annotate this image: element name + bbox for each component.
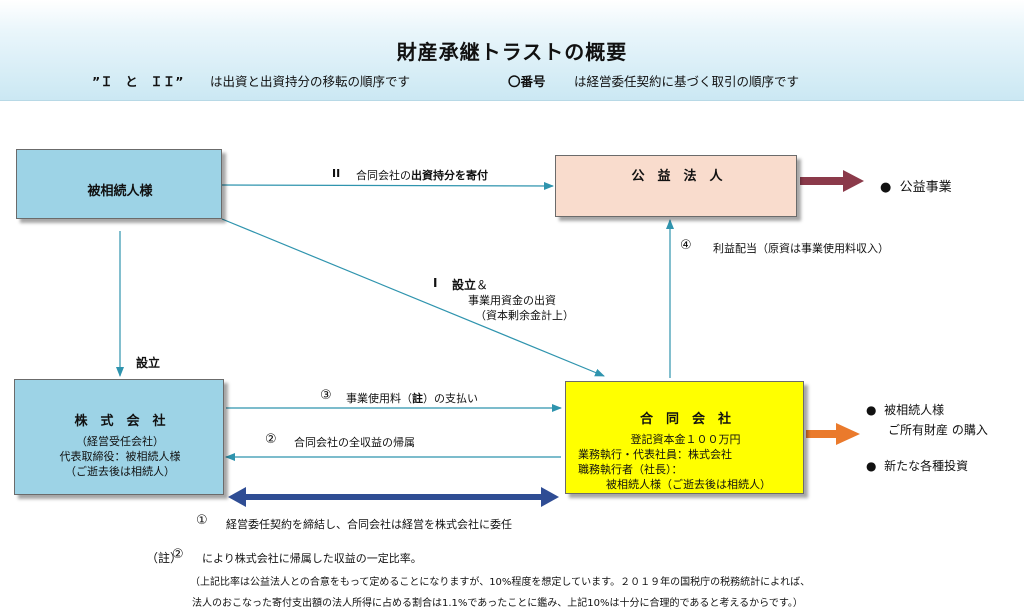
note-prefix: （註） — [146, 551, 183, 565]
edge-3-num: ③ — [320, 388, 332, 403]
arrow-public-business — [800, 170, 864, 192]
kk-line1: （経営受任会社） — [76, 435, 164, 448]
note-line3: 法人のおこなった寄付支出額の法人所得に占める割合は1.1%であったことに鑑み、上… — [192, 598, 803, 609]
edge-i-line3: （資本剰余金計上） — [475, 309, 574, 322]
note-line2: （上記比率は公益法人との合意をもって定めることになりますが、10%程度を想定して… — [190, 577, 811, 588]
edge-3-text-pre: 事業使用料（ — [346, 392, 412, 405]
public-corp-label: 公 益 法 人 — [631, 169, 723, 184]
kk-line3: （ご逝去後は相続人） — [65, 465, 175, 478]
outcome-public-business: ● 公益事業 — [880, 176, 952, 195]
edge-3-text-bold: 註 — [412, 392, 423, 405]
edge-i-num: I — [433, 276, 438, 290]
kk-line2: 代表取締役：被相続人様 — [59, 450, 181, 463]
edge-3-text: 事業使用料（註）の支払い — [346, 390, 478, 406]
note-line1: により株式会社に帰属した収益の一定比率。 — [202, 552, 422, 565]
edge-i-amp: ＆ — [476, 278, 489, 292]
outcome-public-business-label: 公益事業 — [899, 180, 952, 195]
legend-roman-mark: ”Ｉ と ＩＩ” — [92, 74, 184, 89]
gk-line3: 職務執行者（社長）： — [578, 463, 683, 476]
gk-line2: 業務執行・代表社員：株式会社 — [578, 448, 732, 461]
edge-ii-text-pre: 合同会社の — [356, 169, 411, 182]
edge-3-text-post: ）の支払い — [423, 392, 478, 405]
outcome-new-investment: ● 新たな各種投資 — [866, 457, 968, 474]
gk-line1: 登記資本金１００万円 — [630, 433, 741, 446]
edge-2-text: 合同会社の全収益の帰属 — [294, 436, 415, 449]
kk-title: 株 式 会 社 — [74, 414, 166, 429]
bullet-icon: ● — [880, 180, 892, 195]
outcome-purchase: ● 被相続人様 — [866, 401, 944, 418]
kk-box: 株 式 会 社 （経営受任会社） 代表取締役：被相続人様 （ご逝去後は相続人） — [14, 379, 224, 495]
edge-i-bold: 設立 — [452, 278, 477, 292]
outcome-purchase-line2: ご所有財産 の購入 — [888, 423, 988, 437]
edge-2-num: ② — [265, 432, 277, 447]
legend-circle-mark: 〇番号 — [508, 74, 546, 89]
edge-1-contract — [228, 487, 559, 507]
edge-i-line2: 事業用資金の出資 — [468, 294, 556, 307]
edge-4-num: ④ — [680, 238, 692, 253]
bullet-icon: ● — [866, 403, 877, 417]
gk-line4: 被相続人様（ご逝去後は相続人） — [606, 478, 771, 491]
arrow-investment — [806, 423, 860, 445]
edge-ii-num: II — [332, 167, 341, 180]
edge-ii-text: 合同会社の出資持分を寄付 — [356, 167, 488, 183]
legend-circle-text: は経営委任契約に基づく取引の順序です — [574, 74, 800, 89]
edge-1-num: ① — [196, 513, 208, 528]
legend-roman-text: は出資と出資持分の移転の順序です — [210, 74, 411, 89]
bullet-icon: ● — [866, 459, 877, 473]
edge-ii-donation — [221, 181, 554, 190]
page-title: 財産承継トラストの概要 — [396, 40, 628, 64]
edge-setsuritsu-label: 設立 — [136, 356, 161, 370]
header-banner: 財産承継トラストの概要 ”Ｉ と ＩＩ” は出資と出資持分の移転の順序です 〇番… — [0, 0, 1024, 101]
edge-i-establish — [221, 218, 605, 377]
outcome-purchase-line1: 被相続人様 — [884, 403, 945, 417]
public-corp-box: 公 益 法 人 — [555, 155, 797, 217]
edge-4-text: 利益配当（原資は事業使用料収入） — [713, 242, 889, 255]
edge-ii-text-bold: 出資持分を寄付 — [411, 169, 488, 182]
decedent-box: 被相続人様 — [16, 149, 222, 219]
outcome-new-investment-label: 新たな各種投資 — [884, 459, 969, 473]
note-num: ② — [172, 547, 184, 562]
gk-box: 合 同 会 社 登記資本金１００万円 業務執行・代表社員：株式会社 職務執行者（… — [565, 381, 804, 494]
edge-i-head: 設立＆ — [452, 276, 488, 293]
gk-title: 合 同 会 社 — [639, 412, 731, 427]
decedent-label: 被相続人様 — [87, 184, 153, 199]
edge-1-text: 経営委任契約を締結し、合同会社は経営を株式会社に委任 — [226, 518, 512, 531]
